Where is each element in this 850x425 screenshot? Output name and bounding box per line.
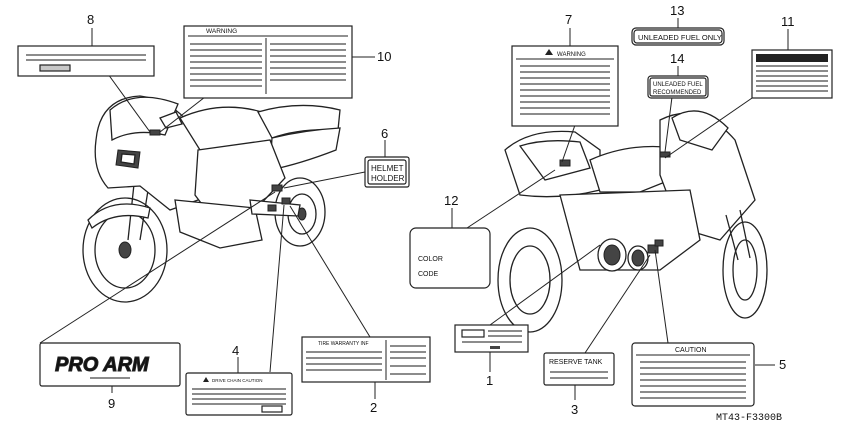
label-part-9 <box>39 342 181 387</box>
right-motorcycle <box>497 110 768 333</box>
label-part-7 <box>511 45 619 127</box>
label-part-4 <box>185 372 293 416</box>
drive-chain-text: DRIVE CHAIN CAUTION <box>212 378 263 383</box>
unleaded-rec-line1: UNLEADED FUEL <box>653 82 703 88</box>
ref-11: 11 <box>781 14 795 29</box>
ref-13: 13 <box>670 3 684 18</box>
label-part-14 <box>647 75 709 99</box>
label-part-10 <box>183 25 353 99</box>
ref-8: 8 <box>87 12 94 27</box>
label-part-3 <box>543 352 615 386</box>
label-part-11 <box>751 49 833 99</box>
color-text: COLOR <box>418 256 443 263</box>
label-part-6 <box>364 156 410 188</box>
ref-4: 4 <box>232 343 239 358</box>
unleaded-only-text: UNLEADED FUEL ONLY <box>638 33 722 42</box>
helmet-line1: HELMET <box>371 164 404 173</box>
label-part-2 <box>301 336 431 383</box>
ref-9: 9 <box>108 396 115 411</box>
ref-7: 7 <box>565 12 572 27</box>
tire-warranty-text: TIRE WARRANTY INF <box>318 341 369 347</box>
label-part-1 <box>454 324 529 353</box>
helmet-line2: HOLDER <box>371 174 405 183</box>
pro-arm-text: PRO ARM <box>55 354 150 376</box>
ref-6: 6 <box>381 126 388 141</box>
label-part-12 <box>409 227 491 289</box>
ref-12: 12 <box>444 193 458 208</box>
leader-lines <box>39 18 789 400</box>
ref-1: 1 <box>486 373 493 388</box>
label-part-8 <box>17 45 155 77</box>
diagram-code: MT43-F3300B <box>716 413 782 424</box>
ref-2: 2 <box>370 400 377 415</box>
ref-14: 14 <box>670 51 684 66</box>
warning-10-text: WARNING <box>206 28 237 35</box>
reserve-tank-text: RESERVE TANK <box>549 359 603 366</box>
label-part-13 <box>631 27 725 46</box>
left-motorcycle <box>82 95 341 303</box>
caution-text: CAUTION <box>675 347 707 354</box>
code-text: CODE <box>418 271 439 278</box>
ref-5: 5 <box>779 357 786 372</box>
ref-10: 10 <box>377 49 391 64</box>
label-part-5 <box>631 342 755 407</box>
ref-3: 3 <box>571 402 578 417</box>
unleaded-rec-line2: RECOMMENDED <box>653 90 702 96</box>
warning-7-text: WARNING <box>557 52 586 58</box>
